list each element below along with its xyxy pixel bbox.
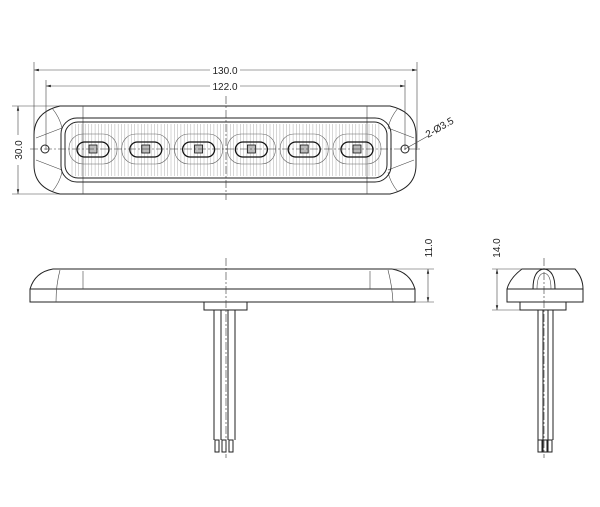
wires bbox=[213, 310, 236, 453]
dimension-text: 130.0 bbox=[212, 66, 237, 77]
dimension-hole-spacing: 122.0 bbox=[46, 82, 405, 93]
dimension-thickness: 11.0 bbox=[424, 238, 435, 302]
dimension-text: 11.0 bbox=[424, 238, 435, 257]
hole-callout: 2-Ø3.5 bbox=[424, 116, 456, 141]
wires bbox=[537, 310, 554, 453]
connector bbox=[519, 301, 567, 311]
top-view: 130.0 122.0 30.0 bbox=[12, 62, 456, 200]
dimension-end-height: 14.0 bbox=[492, 238, 503, 310]
dimension-text: 30.0 bbox=[14, 140, 25, 160]
connector bbox=[203, 301, 248, 311]
side-view: 11.0 bbox=[29, 238, 435, 458]
dimension-text: 122.0 bbox=[212, 82, 237, 93]
dimension-height: 30.0 bbox=[14, 106, 25, 194]
dimension-text: 14.0 bbox=[492, 238, 503, 258]
dimension-overall-length: 130.0 bbox=[34, 66, 417, 77]
end-view: 14.0 bbox=[492, 238, 584, 458]
